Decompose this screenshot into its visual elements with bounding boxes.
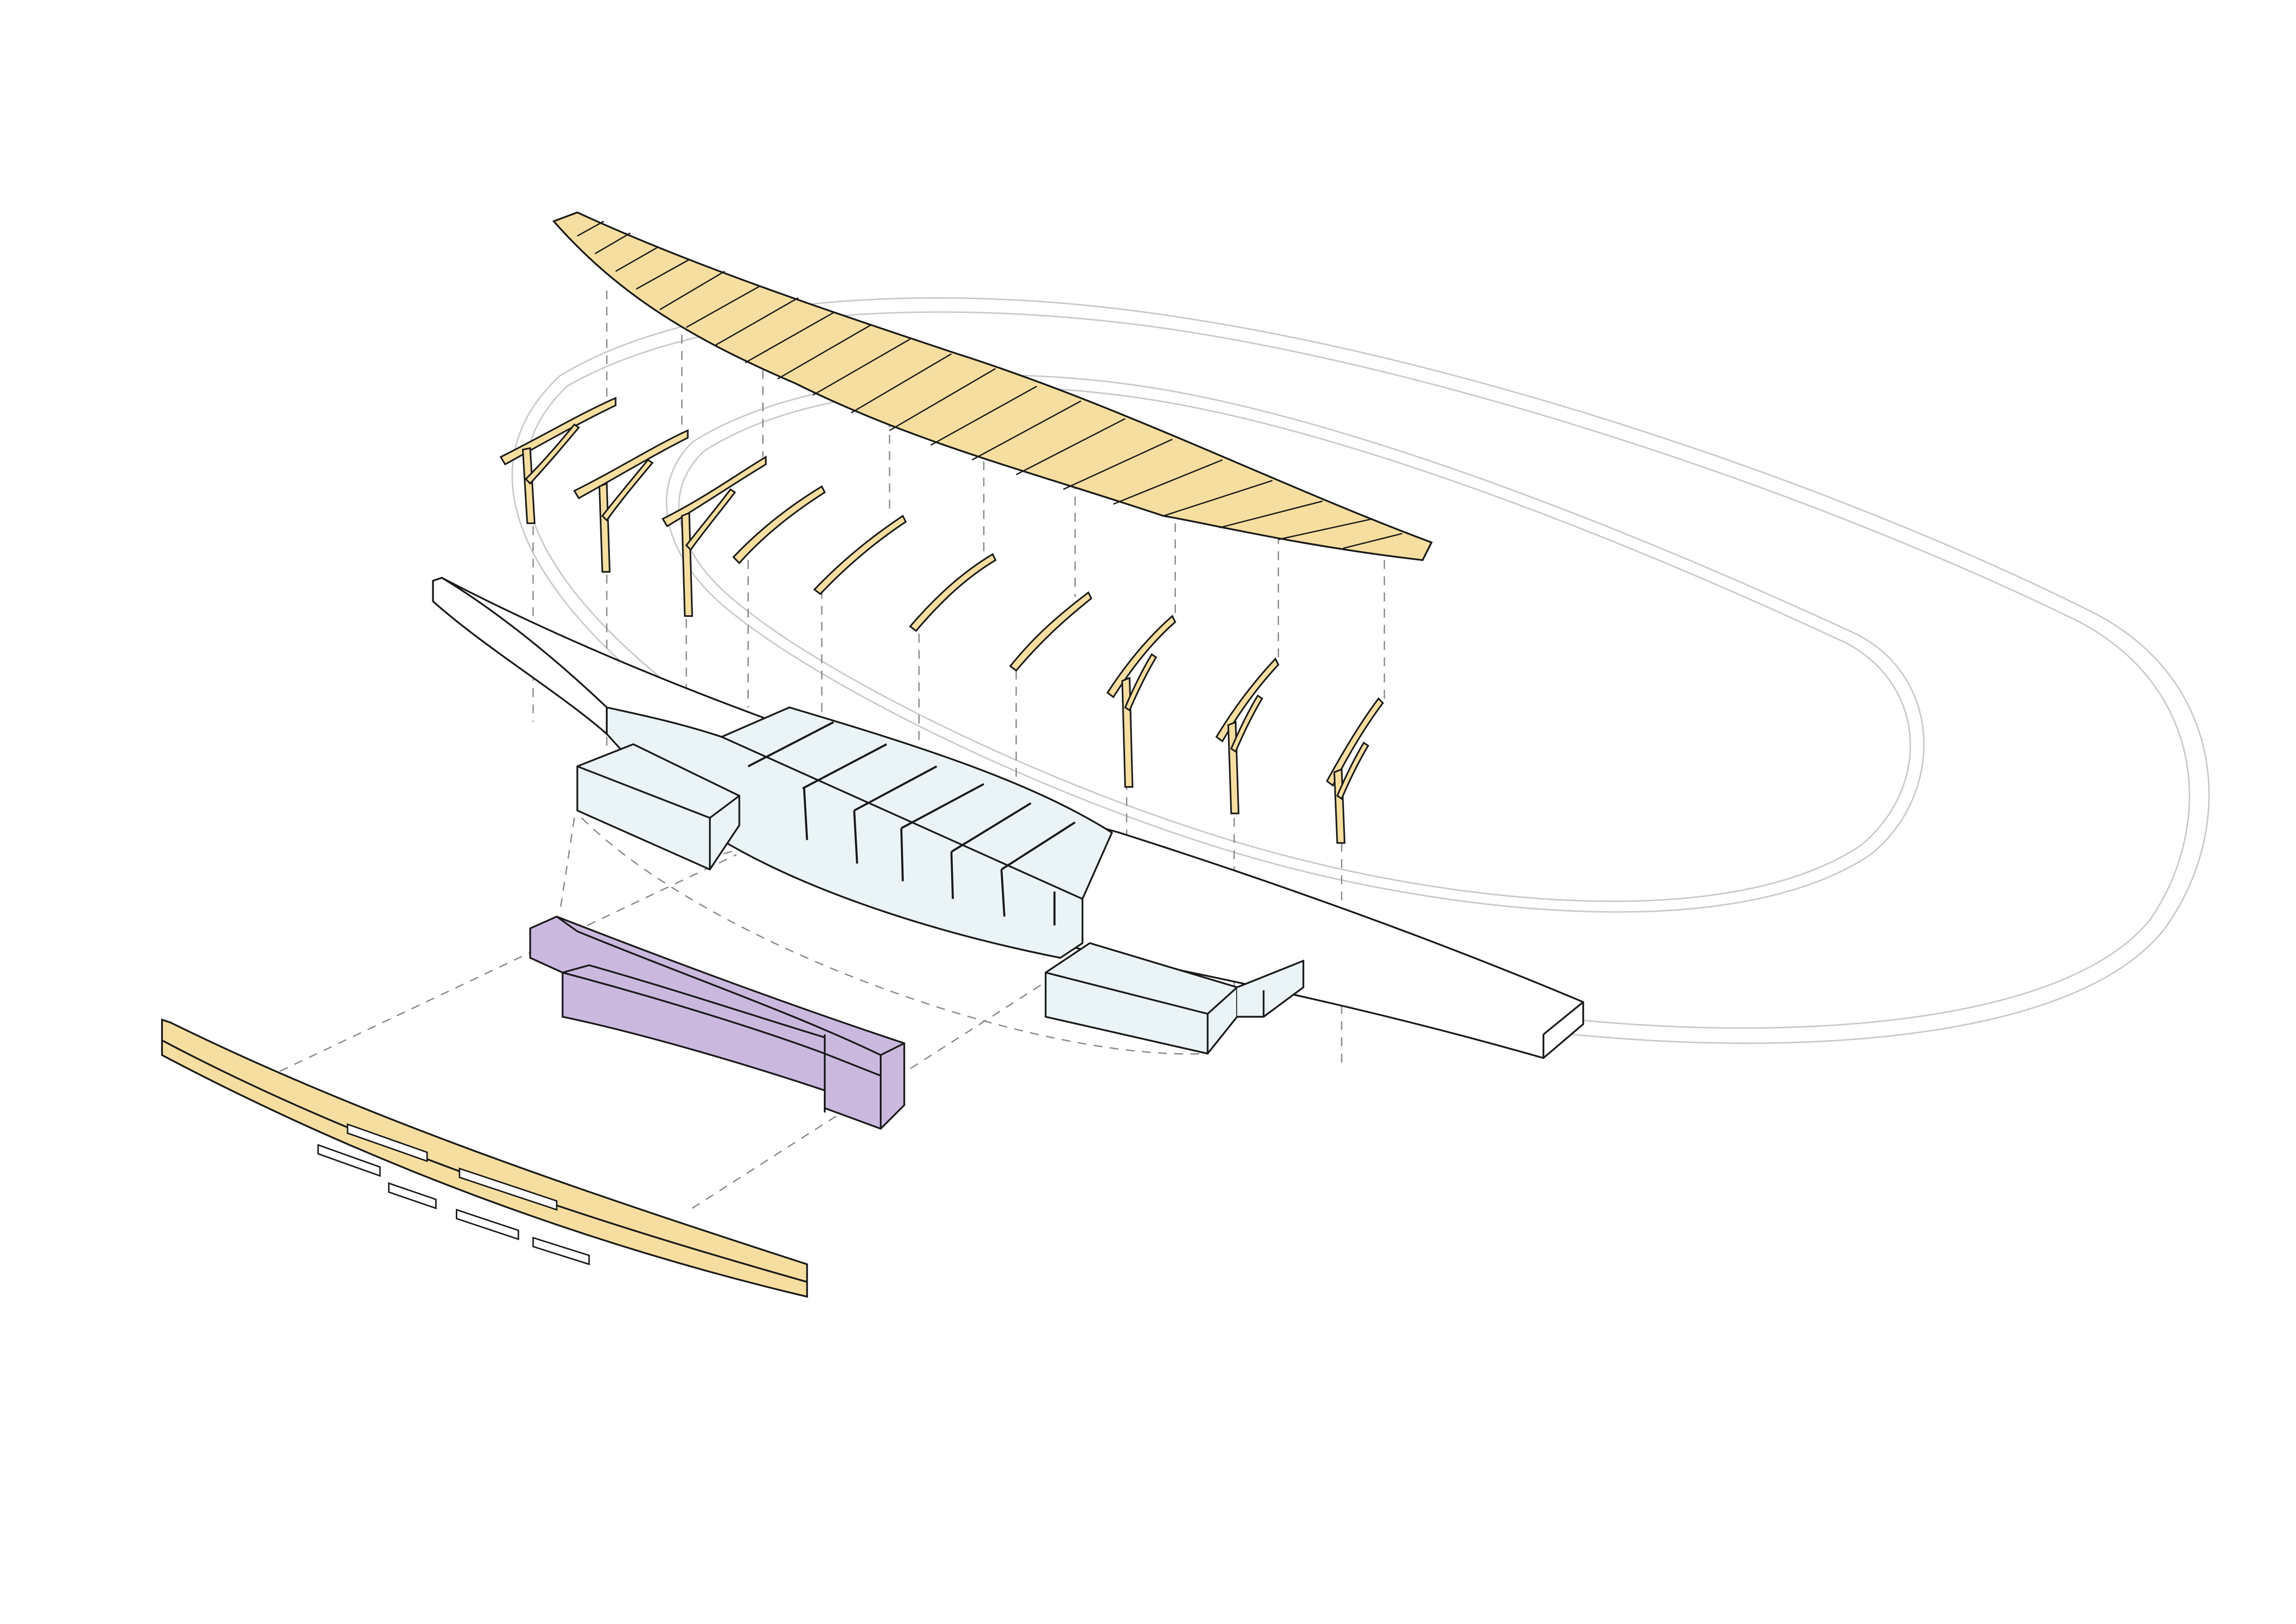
frame-8: [1106, 614, 1176, 788]
frame-1: [499, 397, 616, 525]
timber-frames: [499, 397, 1384, 844]
frame-4: [732, 485, 826, 564]
frame-6: [909, 553, 997, 632]
interior-volume: [529, 915, 905, 1130]
frame-2: [573, 429, 689, 573]
frame-5: [813, 514, 907, 595]
grandstand-base: [432, 576, 1584, 1059]
frame-9: [1215, 657, 1280, 814]
frame-10: [1325, 697, 1384, 844]
frame-3: [661, 456, 767, 617]
roof-canopy: [552, 211, 1433, 561]
ground-plate: [161, 1018, 808, 1298]
frame-7: [1009, 591, 1093, 672]
